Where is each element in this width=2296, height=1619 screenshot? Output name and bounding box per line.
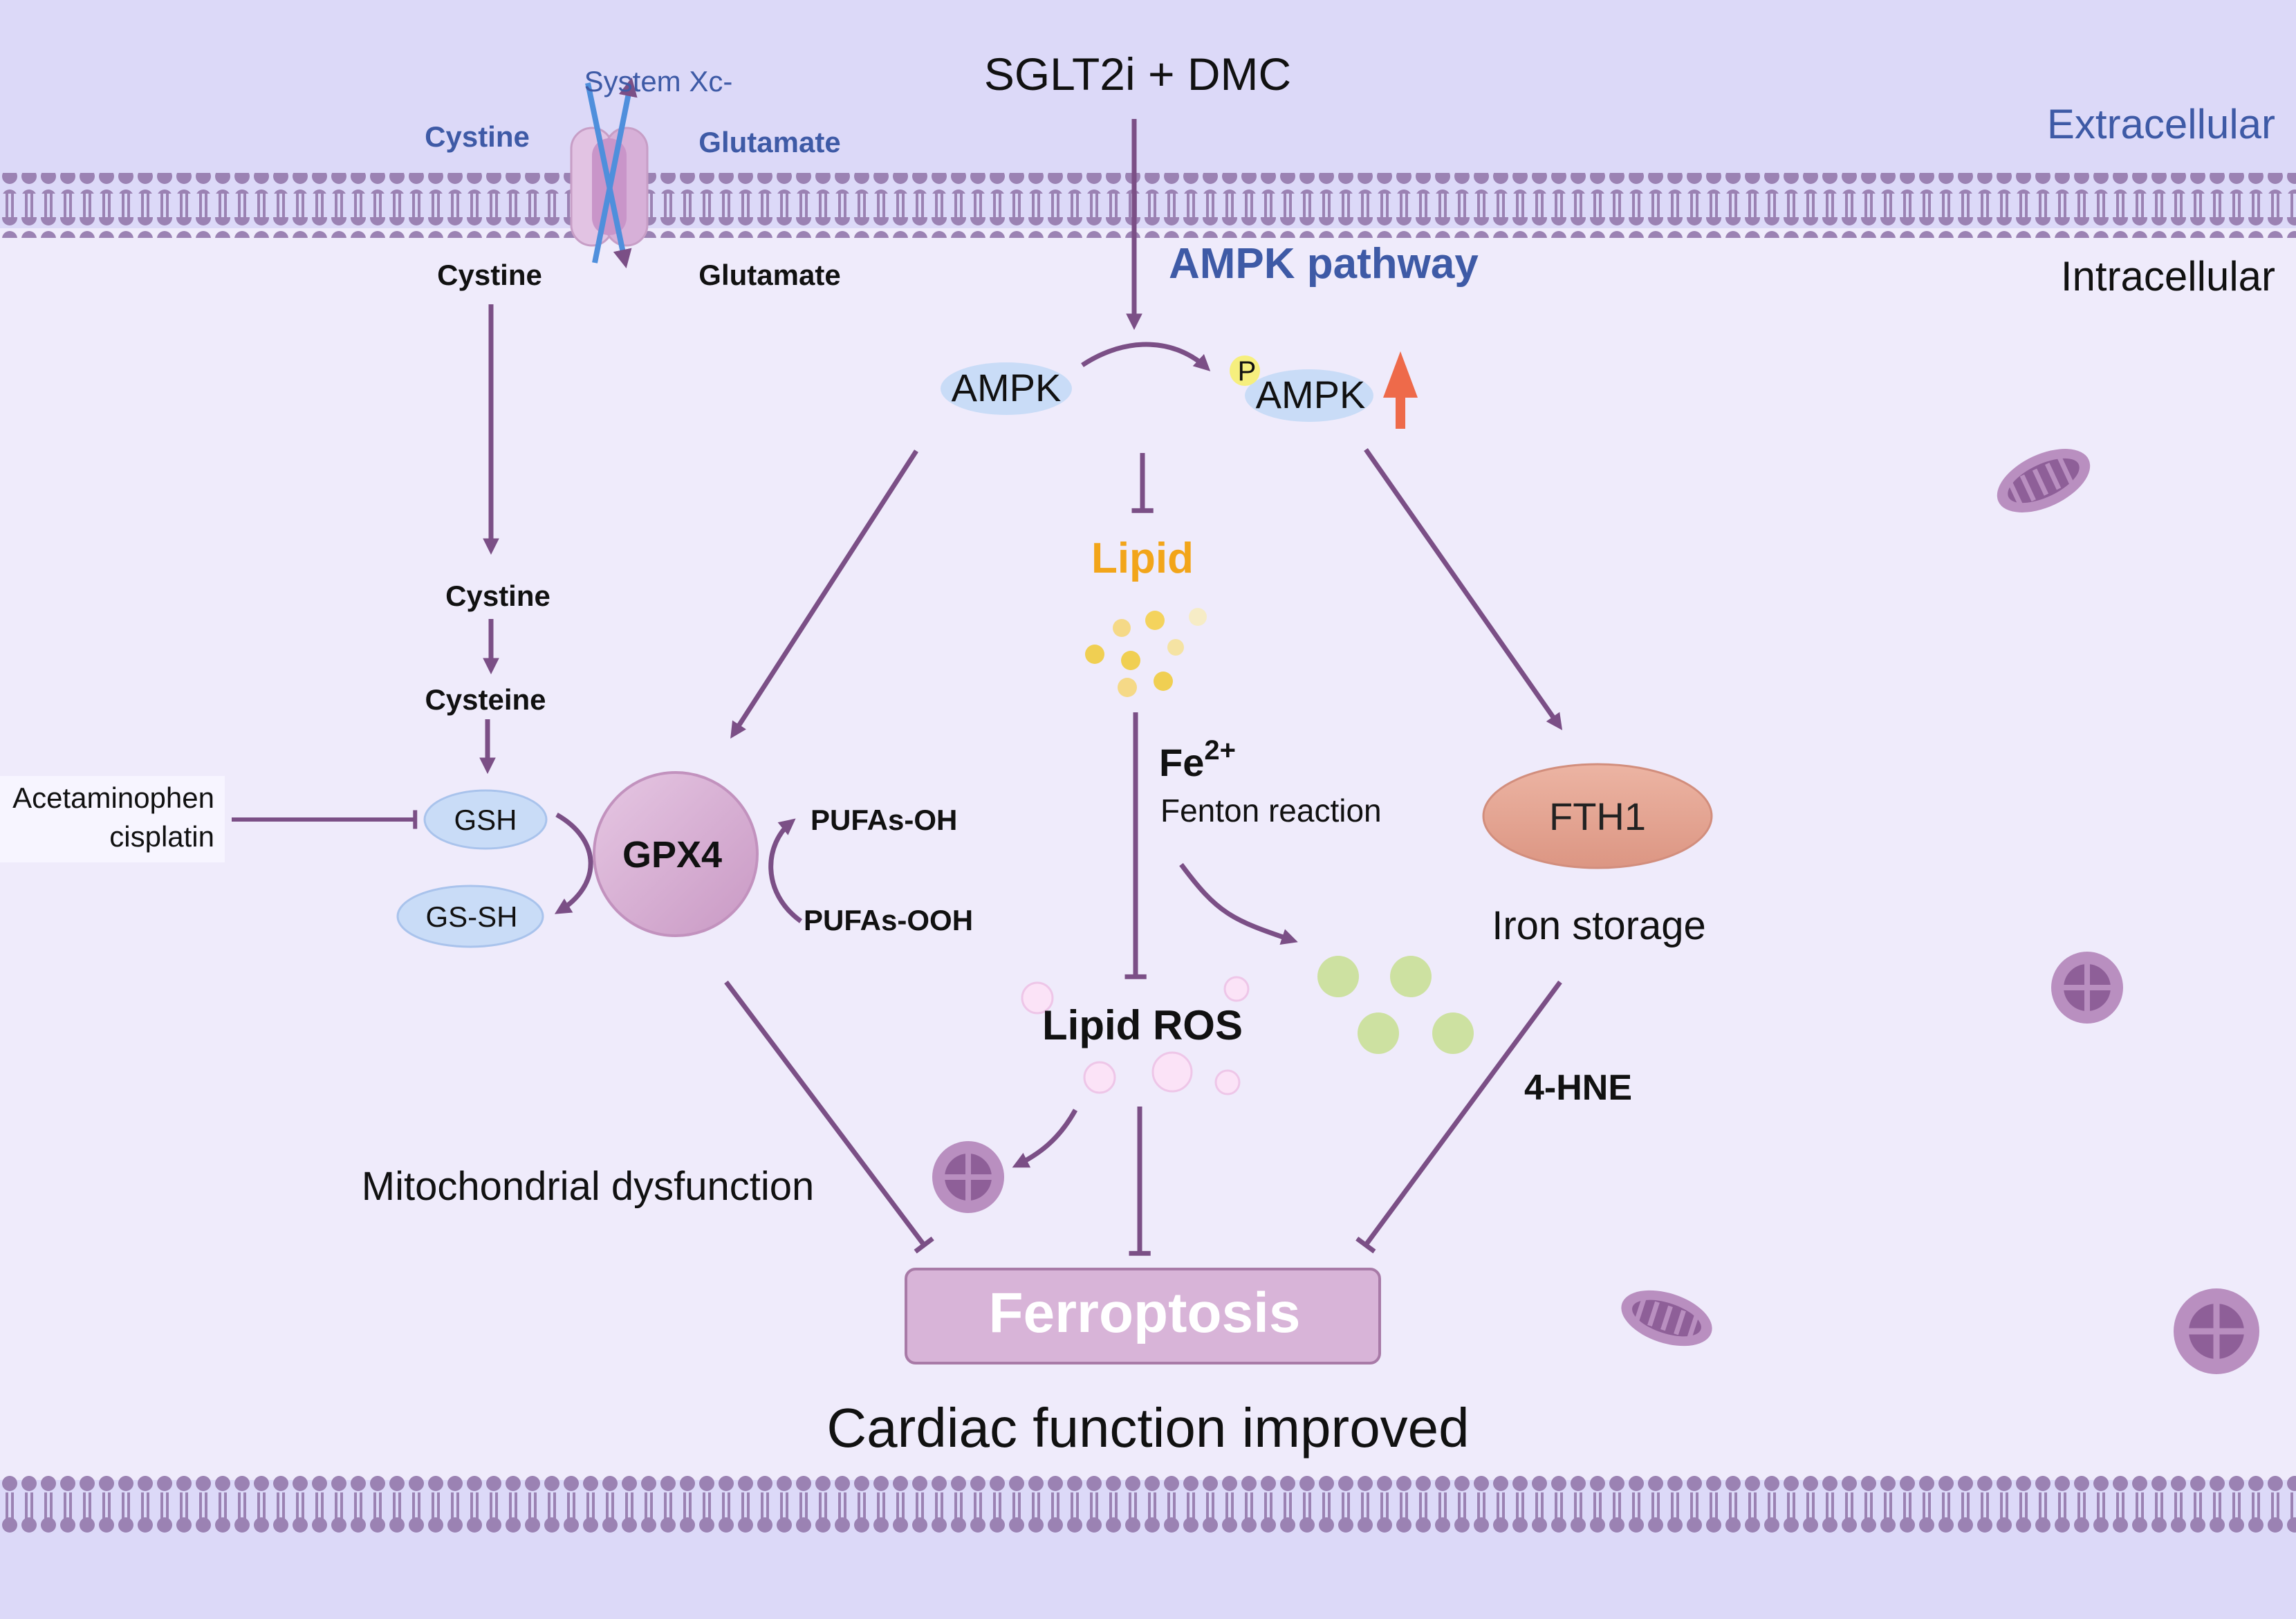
inhibitor-label-background xyxy=(0,776,225,862)
pampk-to-fth1-arrow xyxy=(1364,447,1563,730)
pathway-label: AMPK pathway xyxy=(1169,240,1479,288)
ampk-label: AMPK xyxy=(952,366,1062,409)
gssh-ellipse xyxy=(396,885,544,948)
gssh-label: GS-SH xyxy=(425,900,517,933)
iron-storage-label: Iron storage xyxy=(1492,903,1706,948)
cisplatin-label: cisplatin xyxy=(109,820,214,853)
fth1-ellipse xyxy=(1482,763,1713,869)
4-hne-label: 4-HNE xyxy=(1524,1068,1632,1108)
mitochondrial-dysfunction-label: Mitochondrial dysfunction xyxy=(362,1164,814,1209)
upregulation-arrow-icon xyxy=(1383,351,1418,429)
lipid-label: Lipid xyxy=(1091,535,1194,582)
gpx4-inhibit-ferroptosis xyxy=(724,980,934,1254)
mitochondrion-icon xyxy=(932,1141,1004,1213)
glutamate-intracellular-label: Glutamate xyxy=(698,259,840,291)
cystine-label: Cystine xyxy=(445,580,550,612)
drug-label: SGLT2i + DMC xyxy=(984,48,1291,100)
fenton-reaction-label: Fenton reaction xyxy=(1160,793,1382,829)
fe-label: Fe2+ xyxy=(1159,735,1236,784)
system-xc-transporter-icon xyxy=(570,77,649,268)
iron-particles-icon xyxy=(1317,956,1474,1054)
fth1-label: FTH1 xyxy=(1549,795,1646,838)
lipid-droplets-icon xyxy=(1085,608,1207,697)
ferroptosis-box xyxy=(905,1268,1381,1364)
ampk-phosphorylation-arrow xyxy=(1081,342,1211,371)
mitochondrion-icon xyxy=(1997,449,2091,512)
mitochondrion-icon xyxy=(1621,1290,1712,1347)
mitochondrion-icon xyxy=(2051,952,2123,1024)
ros-to-mitochondria-arrow xyxy=(1012,1109,1078,1168)
ferroptosis-label: Ferroptosis xyxy=(988,1282,1300,1344)
gsh-to-gssh-arrow xyxy=(554,812,593,914)
fth1-inhibit-ferroptosis xyxy=(1355,980,1562,1254)
pufa-ooh-label: PUFAs-OOH xyxy=(804,904,973,936)
glutamate-extracellular-label: Glutamate xyxy=(698,126,840,158)
cardiac-function-label: Cardiac function improved xyxy=(826,1397,1469,1459)
gpx4-label: GPX4 xyxy=(622,834,722,876)
extracellular-label: Extracellular xyxy=(2047,101,2275,147)
cystine-extracellular-label: Cystine xyxy=(425,120,530,153)
ros-bubbles-icon xyxy=(1021,976,1250,1095)
system-xc-label: System Xc- xyxy=(584,65,733,98)
phosphate-label: P xyxy=(1238,356,1257,387)
mitochondrion-icon xyxy=(2174,1288,2259,1374)
bottom-membrane xyxy=(0,1473,2296,1538)
cysteine-label: Cysteine xyxy=(425,683,546,716)
top-membrane xyxy=(0,173,2296,238)
gsh-ellipse xyxy=(423,789,548,850)
fenton-reaction-arrow xyxy=(1179,862,1298,945)
pampk-label: AMPK xyxy=(1256,373,1366,416)
gpx4-circle xyxy=(593,771,759,937)
pampk-ellipse xyxy=(1245,369,1373,422)
cystine-intracellular-label: Cystine xyxy=(437,259,542,291)
acetaminophen-label: Acetaminophen xyxy=(12,781,214,814)
phosphate-circle xyxy=(1230,355,1260,386)
lipid-ros-label: Lipid ROS xyxy=(1042,1002,1243,1048)
gsh-label: GSH xyxy=(454,804,517,836)
ampk-to-gpx4-arrow xyxy=(730,450,918,739)
intracellular-label: Intracellular xyxy=(2061,253,2275,299)
pufa-conversion-arrow xyxy=(768,818,803,923)
pufa-oh-label: PUFAs-OH xyxy=(811,804,957,836)
ampk-ellipse xyxy=(941,362,1072,415)
